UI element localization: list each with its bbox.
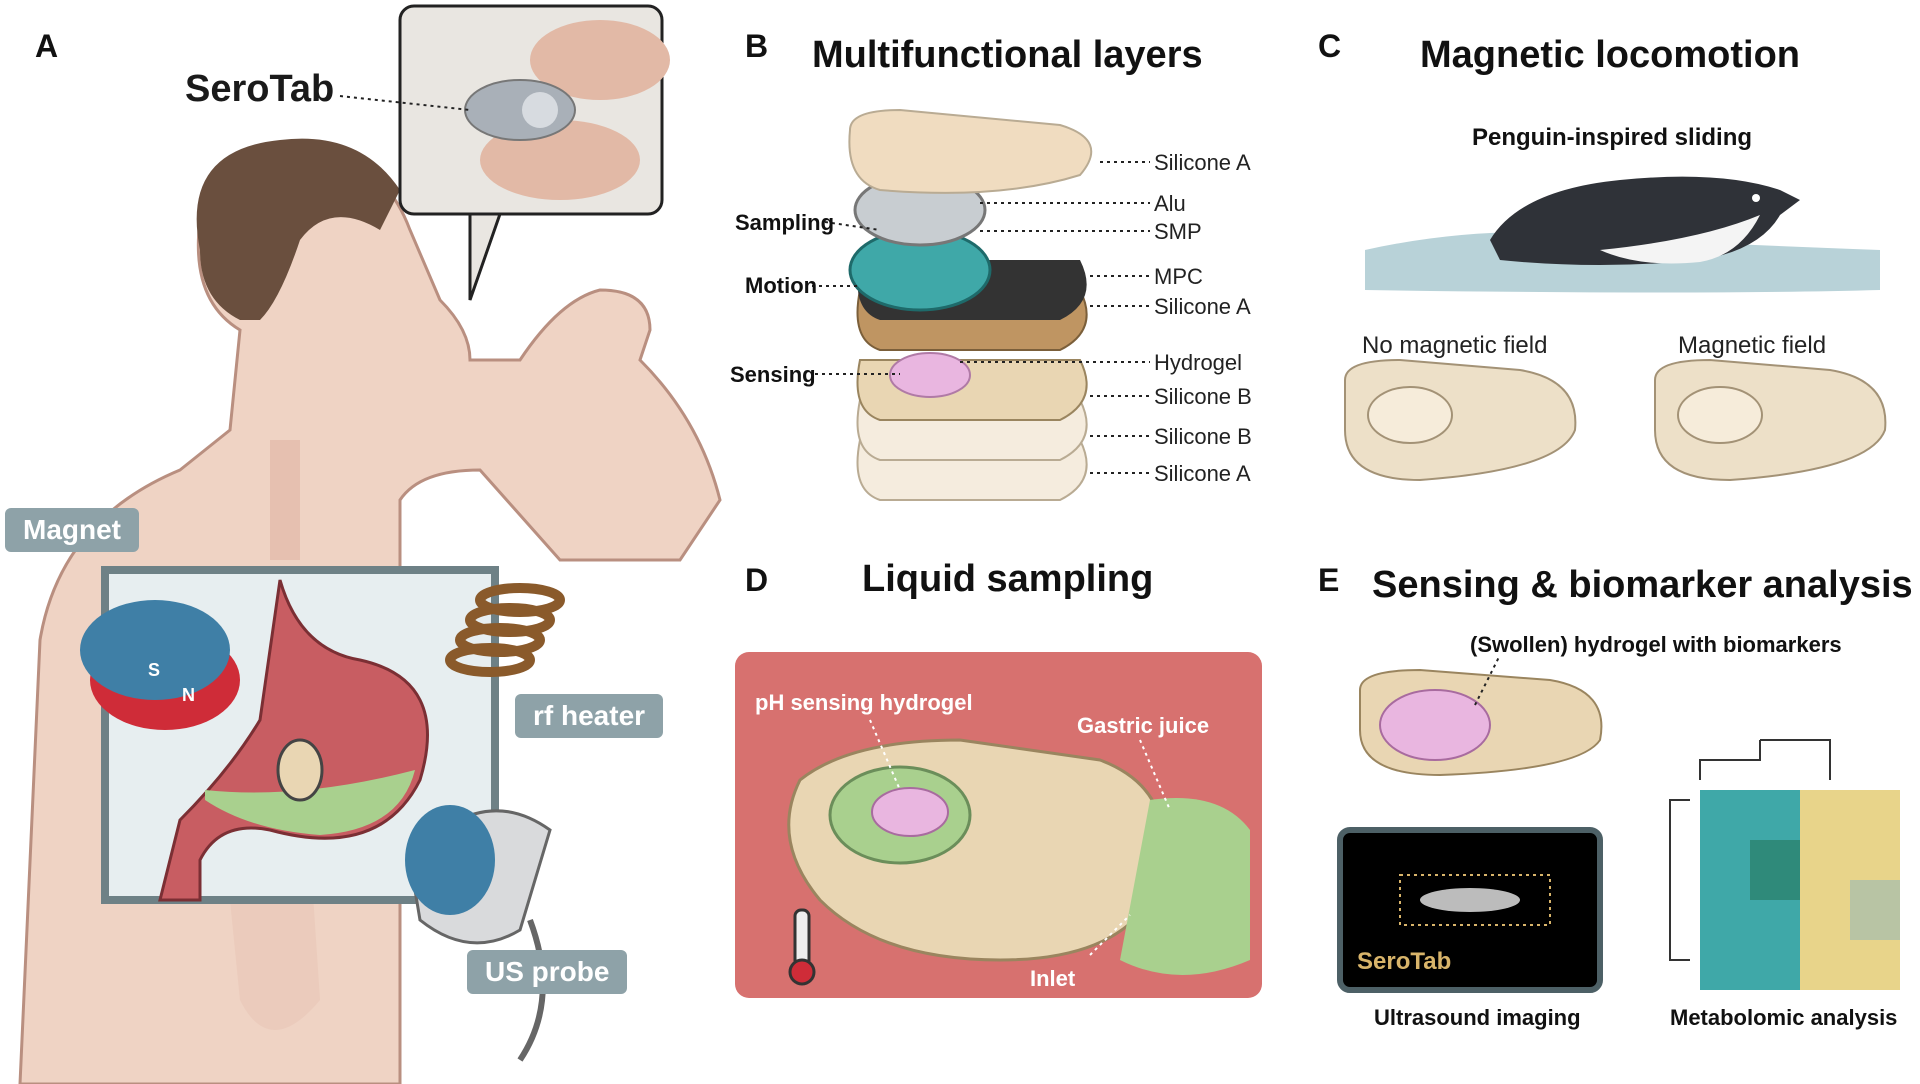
layer-label: Alu: [1154, 191, 1186, 216]
group-label-motion: Motion: [745, 273, 818, 298]
photo-callout: [398, 4, 670, 301]
layer-label: Hydrogel: [1154, 350, 1243, 375]
panel-d-title: Liquid sampling: [862, 558, 1154, 600]
layer-label: SMP: [1154, 219, 1202, 244]
ultrasound-image: [1337, 827, 1603, 993]
us-probe-graphic: [405, 805, 552, 1062]
stomach-window: [101, 566, 499, 904]
ph-sensing-hydrogel-label: pH sensing hydrogel: [755, 690, 973, 715]
panel-e-letter: E: [1318, 562, 1340, 598]
magnet-graphic: [80, 600, 240, 730]
ultrasound-caption: Ultrasound imaging: [1374, 1005, 1581, 1030]
gastric-juice-label: Gastric juice: [1077, 713, 1210, 738]
liquid-sampling-scene: [735, 652, 1262, 998]
panel-c-subtitle: Penguin-inspired sliding: [1472, 124, 1753, 151]
group-label-sampling: Sampling: [735, 210, 835, 235]
inlet-label: Inlet: [1030, 966, 1076, 991]
panel-d-letter: D: [745, 562, 769, 598]
panel-a-letter: A: [35, 28, 59, 64]
magnetic-field-label: Magnetic field: [1678, 332, 1827, 359]
panel-b-letter: B: [745, 28, 769, 64]
heatmap: [1669, 739, 1900, 990]
swollen-hydrogel-label: (Swollen) hydrogel with biomarkers: [1470, 632, 1842, 657]
metabolomic-caption: Metabolomic analysis: [1670, 1005, 1898, 1030]
panel-c-letter: C: [1318, 28, 1342, 64]
rf-coil-graphic: [445, 583, 565, 677]
rf-heater-tag: rf heater: [515, 694, 664, 738]
sensing-device: [1359, 668, 1603, 777]
layer-label: Silicone A: [1154, 461, 1251, 486]
panel-c-title: Magnetic locomotion: [1420, 34, 1800, 76]
serotab-label: SeroTab: [185, 68, 335, 110]
layer-label: Silicone A: [1154, 150, 1251, 175]
panel-b-title: Multifunctional layers: [812, 34, 1203, 76]
magnet-tag: Magnet: [5, 508, 139, 552]
penguin-scene: [1365, 176, 1880, 293]
layer-label: Silicone A: [1154, 294, 1251, 319]
layer-label: Silicone B: [1154, 424, 1252, 449]
group-label-sensing: Sensing: [730, 362, 816, 387]
magnet-pole-s: S: [148, 660, 161, 680]
ultrasound-serotab-label: SeroTab: [1357, 948, 1452, 975]
layer-leader-lines: [812, 161, 1150, 474]
esophagus: [270, 440, 300, 560]
layer-label: MPC: [1154, 264, 1203, 289]
magnet-field-devices: [1344, 358, 1887, 482]
panel-e-title: Sensing & biomarker analysis: [1372, 564, 1913, 606]
no-magnetic-field-label: No magnetic field: [1362, 332, 1548, 359]
layer-label: Silicone B: [1154, 384, 1252, 409]
us-probe-tag: US probe: [467, 950, 628, 994]
layer-stack: [848, 108, 1093, 501]
magnet-pole-n: N: [182, 685, 195, 705]
